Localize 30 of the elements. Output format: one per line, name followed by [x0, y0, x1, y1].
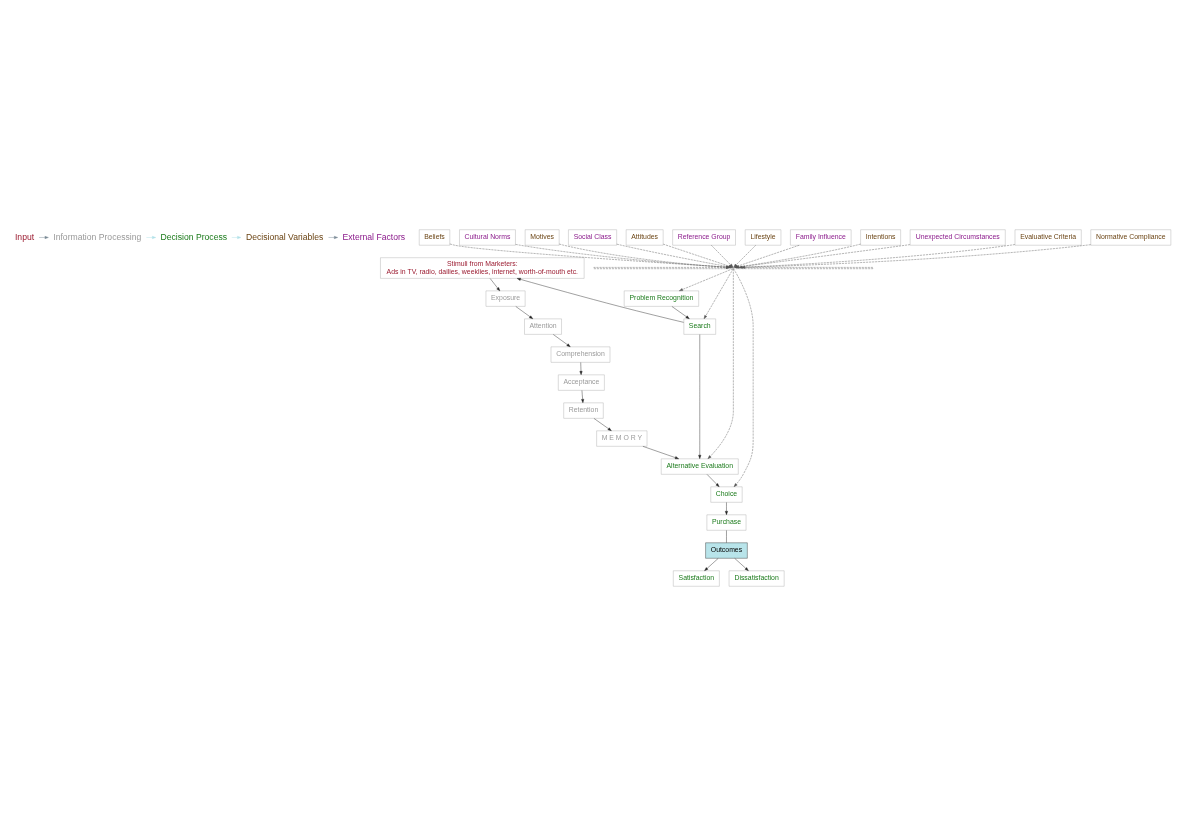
- arrow: [671, 306, 690, 319]
- arrow: [328, 236, 338, 239]
- arrow: [698, 334, 702, 459]
- arrow: [642, 446, 679, 459]
- arrow: [516, 277, 684, 323]
- node-text: Decision Process: [160, 231, 228, 242]
- arrow: [489, 278, 501, 292]
- arrow: [559, 243, 730, 269]
- arrow: [231, 236, 242, 239]
- arrow: [738, 244, 1016, 269]
- arrow: [579, 362, 583, 375]
- node-text: External Factors: [342, 231, 406, 242]
- arrow: [553, 334, 571, 347]
- arrow: [706, 474, 720, 487]
- arrow: [679, 268, 733, 292]
- arrow: [734, 558, 749, 571]
- node-text: Input: [14, 231, 35, 242]
- arrow: [704, 558, 719, 571]
- arrow: [146, 236, 156, 239]
- arrow: [741, 244, 1091, 269]
- arrow: [725, 502, 728, 515]
- arrow: [515, 306, 533, 319]
- node-text: Information Processing: [53, 231, 142, 242]
- arrow: [581, 390, 585, 403]
- node-text: Decisional Variables: [245, 231, 324, 242]
- arrow: [703, 268, 734, 320]
- arrow: [733, 268, 754, 487]
- arrow: [707, 268, 734, 459]
- arrow: [38, 236, 49, 239]
- arrow: [593, 418, 612, 431]
